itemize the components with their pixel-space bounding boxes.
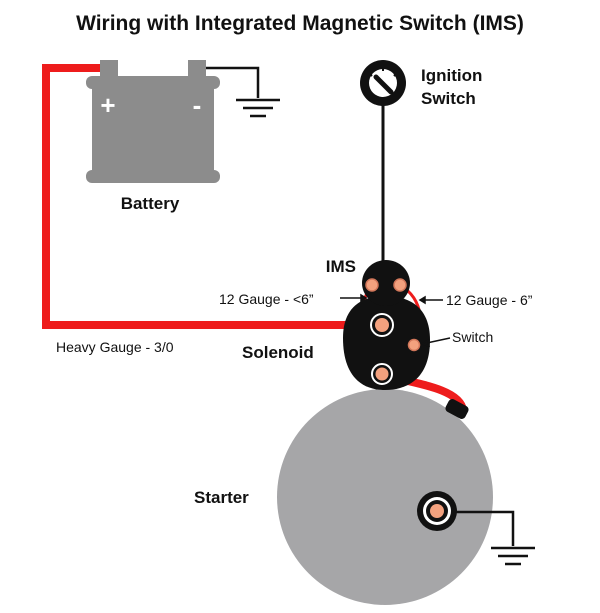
battery-ground-wire (197, 66, 260, 98)
ims-terminal-right (393, 278, 407, 292)
gauge-left-arrowhead (360, 293, 368, 303)
battery-post-positive (100, 60, 118, 77)
gauge-right-arrowhead (418, 295, 426, 305)
battery-plus-sign: + (100, 90, 115, 120)
ignition-switch-label-line1: Ignition (421, 66, 482, 85)
ignition-switch-label-line2: Switch (421, 89, 476, 108)
switch-label: Switch (452, 329, 493, 345)
diagram-title: Wiring with Integrated Magnetic Switch (… (76, 12, 524, 35)
solenoid-battery-terminal (375, 318, 389, 332)
starter-motor (277, 389, 493, 605)
solenoid-motor-terminal (375, 367, 389, 381)
starter-ground-wire (437, 510, 515, 546)
switch-arrowhead (420, 338, 430, 348)
battery-minus-sign: - (193, 90, 202, 120)
ignition-key-slot (373, 74, 394, 95)
ims-body (362, 260, 410, 306)
ims-label: IMS (326, 257, 356, 276)
battery-base (86, 170, 220, 183)
starter-body (277, 389, 493, 605)
starter-ground-terminal (417, 491, 457, 531)
battery-label: Battery (121, 194, 180, 213)
ignition-switch-icon (360, 60, 406, 106)
gauge-right-label: 12 Gauge - 6” (446, 292, 533, 308)
solenoid-body (343, 296, 430, 390)
solenoid-switch-terminal (407, 338, 421, 352)
gauge-left-label: 12 Gauge - <6” (219, 291, 314, 307)
battery-lid (86, 76, 220, 89)
starter-label: Starter (194, 488, 249, 507)
battery-ground-icon (236, 98, 280, 118)
starter-ground-icon (491, 546, 535, 566)
starter-terminal-stud (430, 504, 444, 518)
battery-case (92, 87, 214, 171)
battery-icon: + - (86, 60, 220, 183)
pointer-arrows (340, 293, 451, 348)
solenoid-label: Solenoid (242, 343, 314, 362)
battery-post-negative (188, 60, 206, 77)
heavy-gauge-label: Heavy Gauge - 3/0 (56, 339, 174, 355)
heavy-gauge-wire (42, 64, 382, 329)
solenoid-assembly (343, 260, 430, 390)
ignition-tick-left (369, 73, 373, 77)
ims-terminal-left (365, 278, 379, 292)
ignition-tick-right (393, 73, 397, 77)
motor-strap-boot (445, 399, 469, 419)
